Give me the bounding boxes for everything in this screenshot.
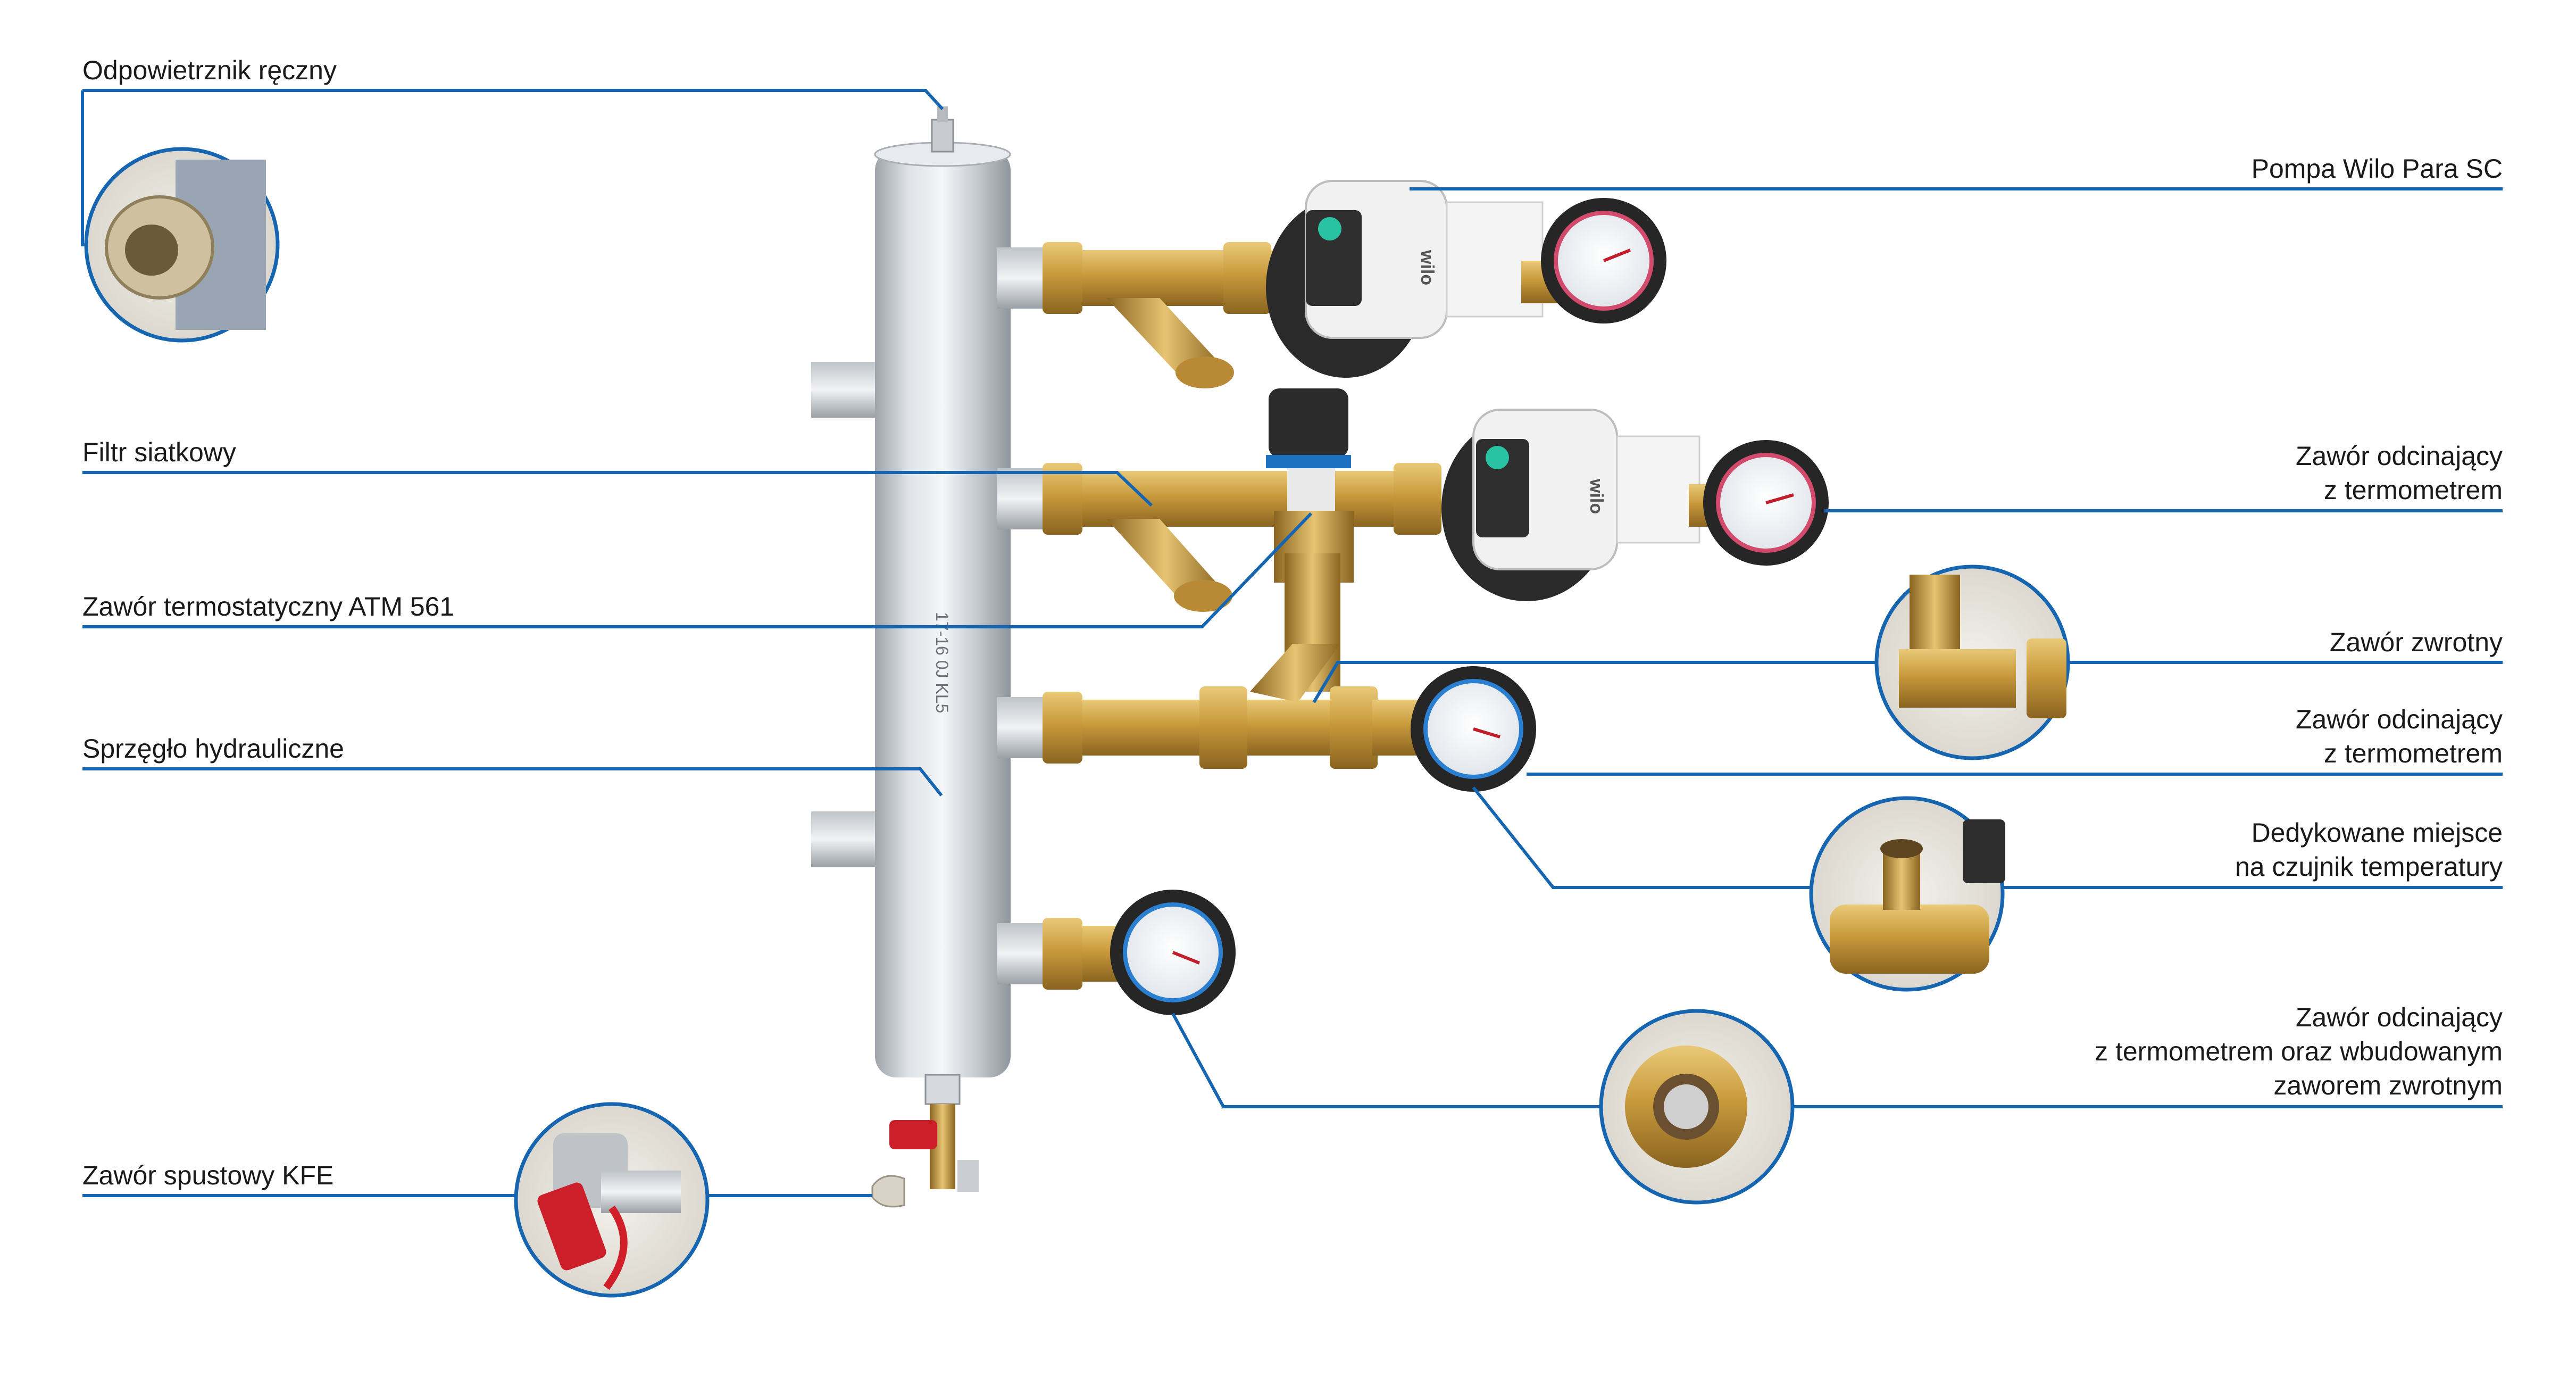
label-zawor-termostatyczny: Zawór termostatyczny ATM 561 [82, 592, 455, 621]
pump-1-brand: wilo [1417, 250, 1437, 285]
row-1-assembly: wilo [1043, 180, 1666, 388]
label-czujnik-line2: na czujnik temperatury [2235, 852, 2503, 882]
label-odcinajacy-3-line3: zaworem zwrotnym [2273, 1071, 2503, 1100]
label-odcinajacy-2-line1: Zawór odcinający [2295, 704, 2503, 734]
label-pompa: Pompa Wilo Para SC [2251, 154, 2503, 184]
hydraulic-header: 17-16 0J KL5 [811, 106, 1011, 1208]
header-marking: 17-16 0J KL5 [932, 612, 952, 713]
label-odcinajacy-3-line2: z termometrem oraz wbudowanym [2095, 1036, 2503, 1066]
leader-lines [81, 89, 2503, 1197]
label-filtr-siatkowy: Filtr siatkowy [82, 437, 236, 467]
header-tube [875, 149, 1011, 1077]
label-odcinajacy-1-line1: Zawór odcinający [2295, 441, 2503, 471]
label-odcinajacy-3-line1: Zawór odcinający [2295, 1002, 2503, 1032]
leader-filtr [82, 471, 1153, 507]
detail-bubble-check-valve [1874, 565, 2070, 760]
detail-bubble-drain-valve [514, 1102, 710, 1298]
detail-bubble-sensor-port [1809, 796, 2005, 992]
leader-zawor-termostatyczny [82, 512, 1313, 628]
label-odcinajacy-2: Zawór odcinający z termometrem [2296, 702, 2503, 770]
label-zwrotny: Zawór zwrotny [2329, 627, 2503, 657]
detail-bubble-air-vent [84, 147, 280, 343]
label-czujnik-line1: Dedykowane miejsce [2251, 818, 2503, 848]
label-odpowietrznik: Odpowietrznik ręczny [82, 55, 337, 85]
row-2-assembly: wilo [1043, 388, 1829, 692]
label-zawor-spustowy: Zawór spustowy KFE [82, 1160, 334, 1190]
row-3-assembly [1043, 644, 1536, 792]
detail-bubble-ball-valve [1599, 1009, 1795, 1205]
leader-czujnik [1472, 786, 1811, 889]
leader-odpowietrznik [82, 89, 944, 111]
label-sprzeglo: Sprzęgło hydrauliczne [82, 734, 344, 764]
label-odcinajacy-1-line2: z termometrem [2323, 475, 2503, 505]
leader-zwrotny [1312, 661, 1877, 703]
row-4-assembly [1043, 890, 1236, 1015]
thermostatic-valve-head [1269, 388, 1348, 458]
leader-odpowietrznik-bubble [81, 90, 86, 246]
label-odcinajacy-2-line2: z termometrem [2323, 739, 2503, 768]
label-odcinajacy-3: Zawór odcinający z termometrem oraz wbud… [2095, 1000, 2503, 1102]
drain-valve-red-handle [889, 1120, 937, 1149]
header-outlets [997, 247, 1048, 984]
label-czujnik: Dedykowane miejsce na czujnik temperatur… [2235, 816, 2503, 884]
pump-2-brand: wilo [1586, 478, 1606, 514]
label-odcinajacy-1: Zawór odcinający z termometrem [2296, 439, 2503, 507]
leader-odcinajacy-3 [1171, 1013, 1601, 1108]
leader-sprzeglo [82, 767, 943, 797]
